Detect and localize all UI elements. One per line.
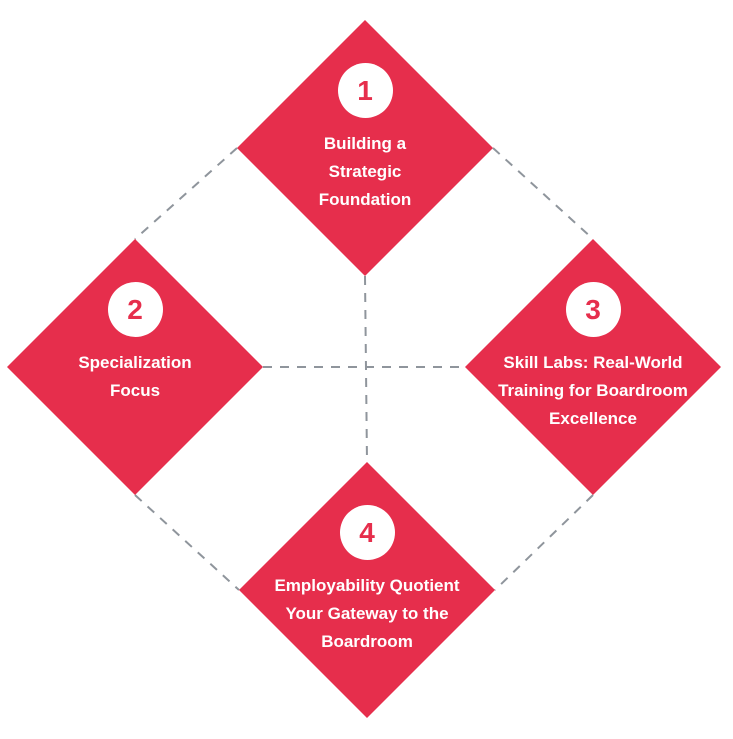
connector-top-right — [492, 147, 594, 240]
connector-vertical-center — [364, 275, 368, 463]
step-label: Skill Labs: Real-World Training for Boar… — [498, 349, 688, 433]
step-label-line: Skill Labs: Real-World — [503, 353, 683, 372]
connector-top-left — [134, 147, 238, 240]
step-label-line: Specialization — [78, 353, 192, 372]
step-number-badge: 4 — [339, 505, 395, 560]
step-number: 1 — [357, 74, 373, 106]
step-label-line: Employability Quotient — [274, 576, 460, 595]
diamond-step-1: 1 Building a Strategic Foundation — [237, 20, 493, 276]
step-label-line: Foundation — [318, 190, 412, 209]
step-number: 4 — [359, 516, 375, 548]
diamond-content: 3 Skill Labs: Real-World Training for Bo… — [465, 239, 721, 495]
step-number-badge: 1 — [337, 63, 393, 118]
step-label-line: Strategic — [328, 162, 402, 181]
step-number: 2 — [127, 293, 143, 325]
step-label-line: Your Gateway to the — [285, 604, 449, 623]
diamond-content: 1 Building a Strategic Foundation — [237, 20, 493, 276]
diamond-step-4: 4 Employability Quotient Your Gateway to… — [239, 462, 495, 718]
step-label: Employability Quotient Your Gateway to t… — [274, 572, 459, 656]
step-number-badge: 2 — [107, 282, 163, 337]
step-label: Building a Strategic Foundation — [319, 130, 412, 214]
step-number-badge: 3 — [565, 282, 621, 337]
step-label-line: Training for Boardroom — [498, 381, 688, 400]
step-number: 3 — [585, 293, 601, 325]
step-label-line: Boardroom — [321, 632, 413, 651]
diamond-step-2: 2 Specialization Focus — [7, 239, 263, 495]
diamond-content: 4 Employability Quotient Your Gateway to… — [239, 462, 495, 718]
step-label-line: Excellence — [549, 409, 637, 428]
step-label-line: Focus — [109, 381, 161, 400]
connector-right-bottom — [494, 494, 594, 591]
step-label: Specialization Focus — [78, 349, 191, 405]
step-label-line: Building a — [323, 134, 407, 153]
diamond-step-3: 3 Skill Labs: Real-World Training for Bo… — [465, 239, 721, 495]
diamond-content: 2 Specialization Focus — [7, 239, 263, 495]
connector-left-bottom — [134, 494, 240, 591]
